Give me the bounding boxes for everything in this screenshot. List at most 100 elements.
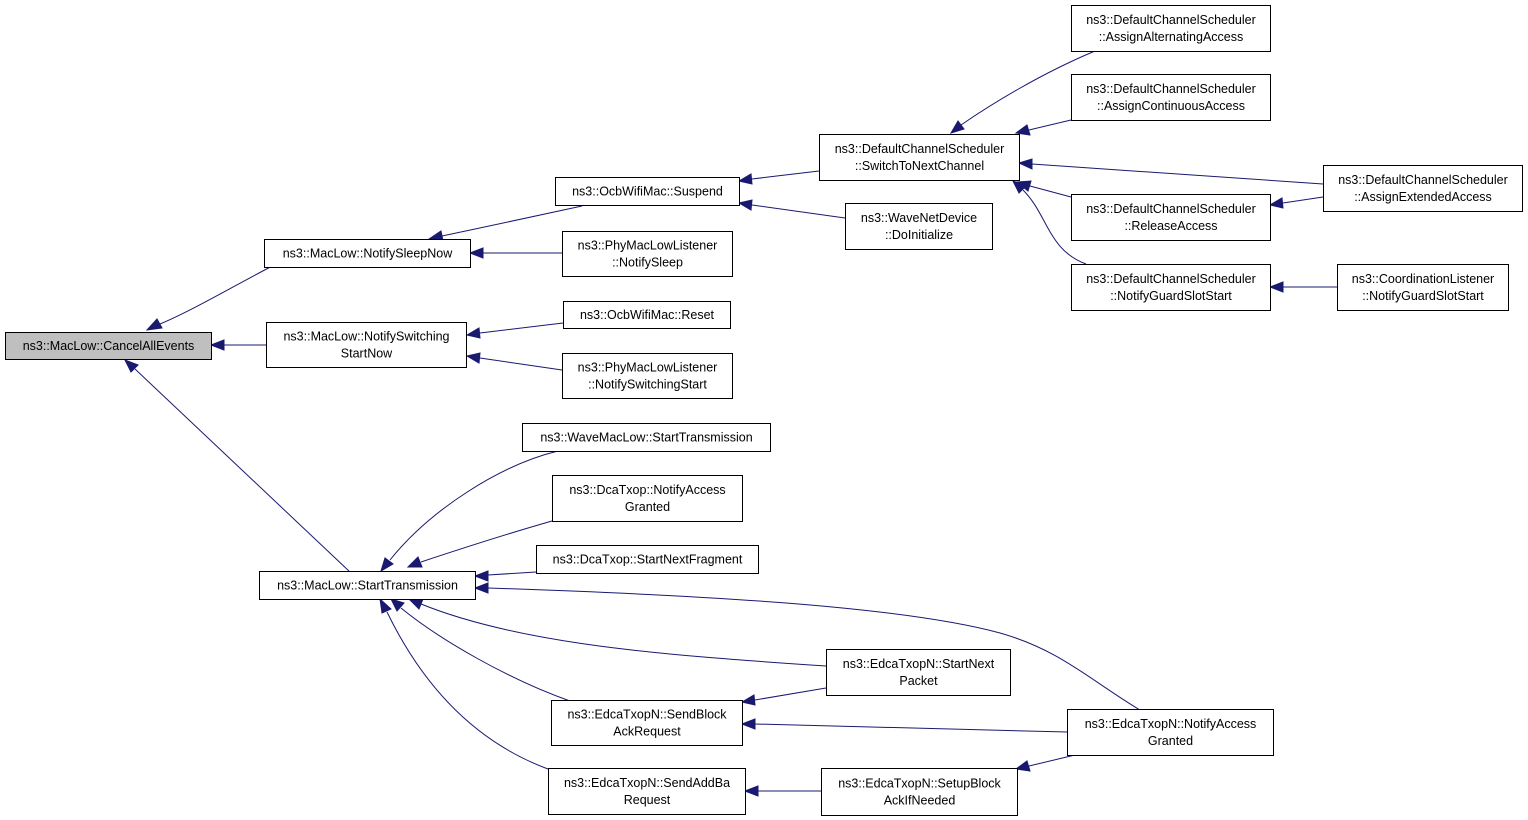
edge-edcanotify-to-sendblockack [740, 718, 1068, 733]
node-assign-continuous[interactable]: ns3::DefaultChannelScheduler::AssignCont… [1071, 74, 1271, 121]
node-label-line: ::AssignExtendedAccess [1354, 190, 1492, 204]
edge-switchtonext-to-suspend [737, 170, 820, 185]
node-label-line: StartNow [341, 347, 393, 361]
node-label-line: ns3::DefaultChannelScheduler [835, 142, 1005, 156]
node-box [826, 649, 1011, 696]
node-cancel-all-events[interactable]: ns3::MacLow::CancelAllEvents [5, 332, 212, 360]
node-box [819, 134, 1020, 181]
node-label-line: ns3::CoordinationListener [1352, 272, 1494, 286]
node-ocb-reset[interactable]: ns3::OcbWifiMac::Reset [563, 301, 731, 329]
node-label-line: ::AssignContinuousAccess [1097, 99, 1245, 113]
node-label-line: ns3::DefaultChannelScheduler [1338, 173, 1508, 187]
node-box [259, 571, 476, 600]
node-label-line: ns3::MacLow::CancelAllEvents [23, 339, 195, 353]
node-box [552, 475, 743, 522]
node-release-access[interactable]: ns3::DefaultChannelScheduler::ReleaseAcc… [1071, 194, 1271, 241]
node-phy-notify-sleep[interactable]: ns3::PhyMacLowListener::NotifySleep [562, 231, 733, 277]
node-label-line: ns3::EdcaTxopN::SendAddBa [564, 776, 730, 790]
edge-assignalternating-to-switchtonext [949, 50, 1096, 134]
edge-physleep-to-notifysleepnow [468, 247, 562, 259]
node-label-line: ns3::WaveMacLow::StartTransmission [540, 431, 752, 445]
node-label-line: ns3::EdcaTxopN::SetupBlock [838, 777, 1001, 791]
edge-doinitialize-to-suspend [737, 199, 846, 219]
node-box [562, 231, 733, 277]
node-box [562, 353, 733, 399]
node-label-line: Granted [625, 500, 670, 514]
node-box [845, 203, 993, 250]
node-label-line: ns3::EdcaTxopN::SendBlock [567, 708, 727, 722]
node-notify-sleep-now[interactable]: ns3::MacLow::NotifySleepNow [264, 239, 471, 268]
node-label-line: ns3::MacLow::NotifySleepNow [283, 247, 453, 261]
node-notify-guard-slot-start[interactable]: ns3::DefaultChannelScheduler::NotifyGuar… [1071, 264, 1271, 311]
node-label-line: ns3::MacLow::NotifySwitching [283, 330, 449, 344]
edge-edcastartnext-to-sendblockack [740, 687, 827, 706]
edge-setupblockack-to-sendaddba [743, 785, 821, 797]
edge-dcanextfrag-to-starttransmission [473, 570, 537, 582]
node-label-line: ::NotifyGuardSlotStart [1362, 289, 1484, 303]
node-box [1323, 165, 1523, 212]
node-label-line: ::ReleaseAccess [1124, 219, 1217, 233]
node-wave-start-tx[interactable]: ns3::WaveMacLow::StartTransmission [522, 423, 771, 452]
node-label-line: ns3::EdcaTxopN::StartNext [843, 657, 995, 671]
node-wave-do-initialize[interactable]: ns3::WaveNetDevice::DoInitialize [845, 203, 993, 250]
edge-edcastartnext-to-starttransmission [407, 598, 827, 667]
edge-ocbreset-to-notifyswitching [465, 322, 564, 339]
node-label-line: AckRequest [613, 725, 681, 739]
edge-edcasendblockack-to-starttransmission [390, 598, 571, 702]
node-dca-start-next-fragment[interactable]: ns3::DcaTxop::StartNextFragment [536, 545, 759, 574]
edge-starttransmission-to-cancelallevents [123, 359, 351, 573]
node-switch-to-next-channel[interactable]: ns3::DefaultChannelScheduler::SwitchToNe… [819, 134, 1020, 181]
edge-assignextended-to-releaseaccess [1268, 196, 1324, 209]
node-label-line: ns3::PhyMacLowListener [578, 239, 718, 253]
node-box [551, 700, 743, 746]
node-box [1071, 194, 1271, 241]
node-label-line: ::NotifySwitchingStart [588, 378, 707, 392]
edge-coordlistener-to-notifyguard [1268, 281, 1337, 293]
node-label-line: Granted [1148, 734, 1193, 748]
node-coord-notify-guard[interactable]: ns3::CoordinationListener::NotifyGuardSl… [1337, 264, 1509, 311]
node-label-line: ns3::DefaultChannelScheduler [1086, 82, 1256, 96]
node-ocb-suspend[interactable]: ns3::OcbWifiMac::Suspend [555, 177, 740, 206]
node-box [1067, 709, 1274, 756]
edge-physwitching-to-notifyswitching [465, 352, 563, 371]
node-label-line: ns3::MacLow::StartTransmission [277, 579, 458, 593]
node-label-line: ns3::DefaultChannelScheduler [1086, 13, 1256, 27]
edge-notifyguard-to-switchtonext [1011, 180, 1087, 265]
node-label-line: ns3::OcbWifiMac::Suspend [572, 185, 723, 199]
edge-edcanotify-to-starttransmission [473, 582, 1141, 711]
edge-notifyswitching-to-cancelallevents [209, 339, 266, 351]
node-box [264, 239, 471, 268]
edge-releaseaccess-to-switchtonext [1015, 180, 1072, 198]
node-label-line: ::NotifyGuardSlotStart [1110, 289, 1232, 303]
node-label-line: ns3::DcaTxop::NotifyAccess [569, 483, 725, 497]
edge-wavestarttx-to-starttransmission [380, 450, 559, 573]
node-start-transmission[interactable]: ns3::MacLow::StartTransmission [259, 571, 476, 600]
node-layer: ns3::MacLow::CancelAllEventsns3::MacLow:… [5, 5, 1523, 816]
node-box [1337, 264, 1509, 311]
node-phy-notify-switching[interactable]: ns3::PhyMacLowListener::NotifySwitchingS… [562, 353, 733, 399]
node-assign-extended[interactable]: ns3::DefaultChannelScheduler::AssignExte… [1323, 165, 1523, 212]
node-box [563, 301, 731, 329]
edge-edcasendaddba-to-starttransmission [379, 597, 549, 770]
node-label-line: ns3::DcaTxop::StartNextFragment [553, 553, 743, 567]
node-box [555, 177, 740, 206]
node-box [1071, 264, 1271, 311]
node-assign-alternating[interactable]: ns3::DefaultChannelScheduler::AssignAlte… [1071, 5, 1271, 52]
node-label-line: ::AssignAlternatingAccess [1099, 30, 1244, 44]
node-label-line: ::SwitchToNextChannel [855, 159, 984, 173]
node-label-line: ns3::WaveNetDevice [861, 211, 977, 225]
node-label-line: ns3::PhyMacLowListener [578, 361, 718, 375]
node-label-line: Request [624, 793, 671, 807]
node-box [821, 768, 1018, 816]
node-label-line: ns3::DefaultChannelScheduler [1086, 202, 1256, 216]
node-box [1071, 5, 1271, 52]
node-box [266, 322, 467, 368]
